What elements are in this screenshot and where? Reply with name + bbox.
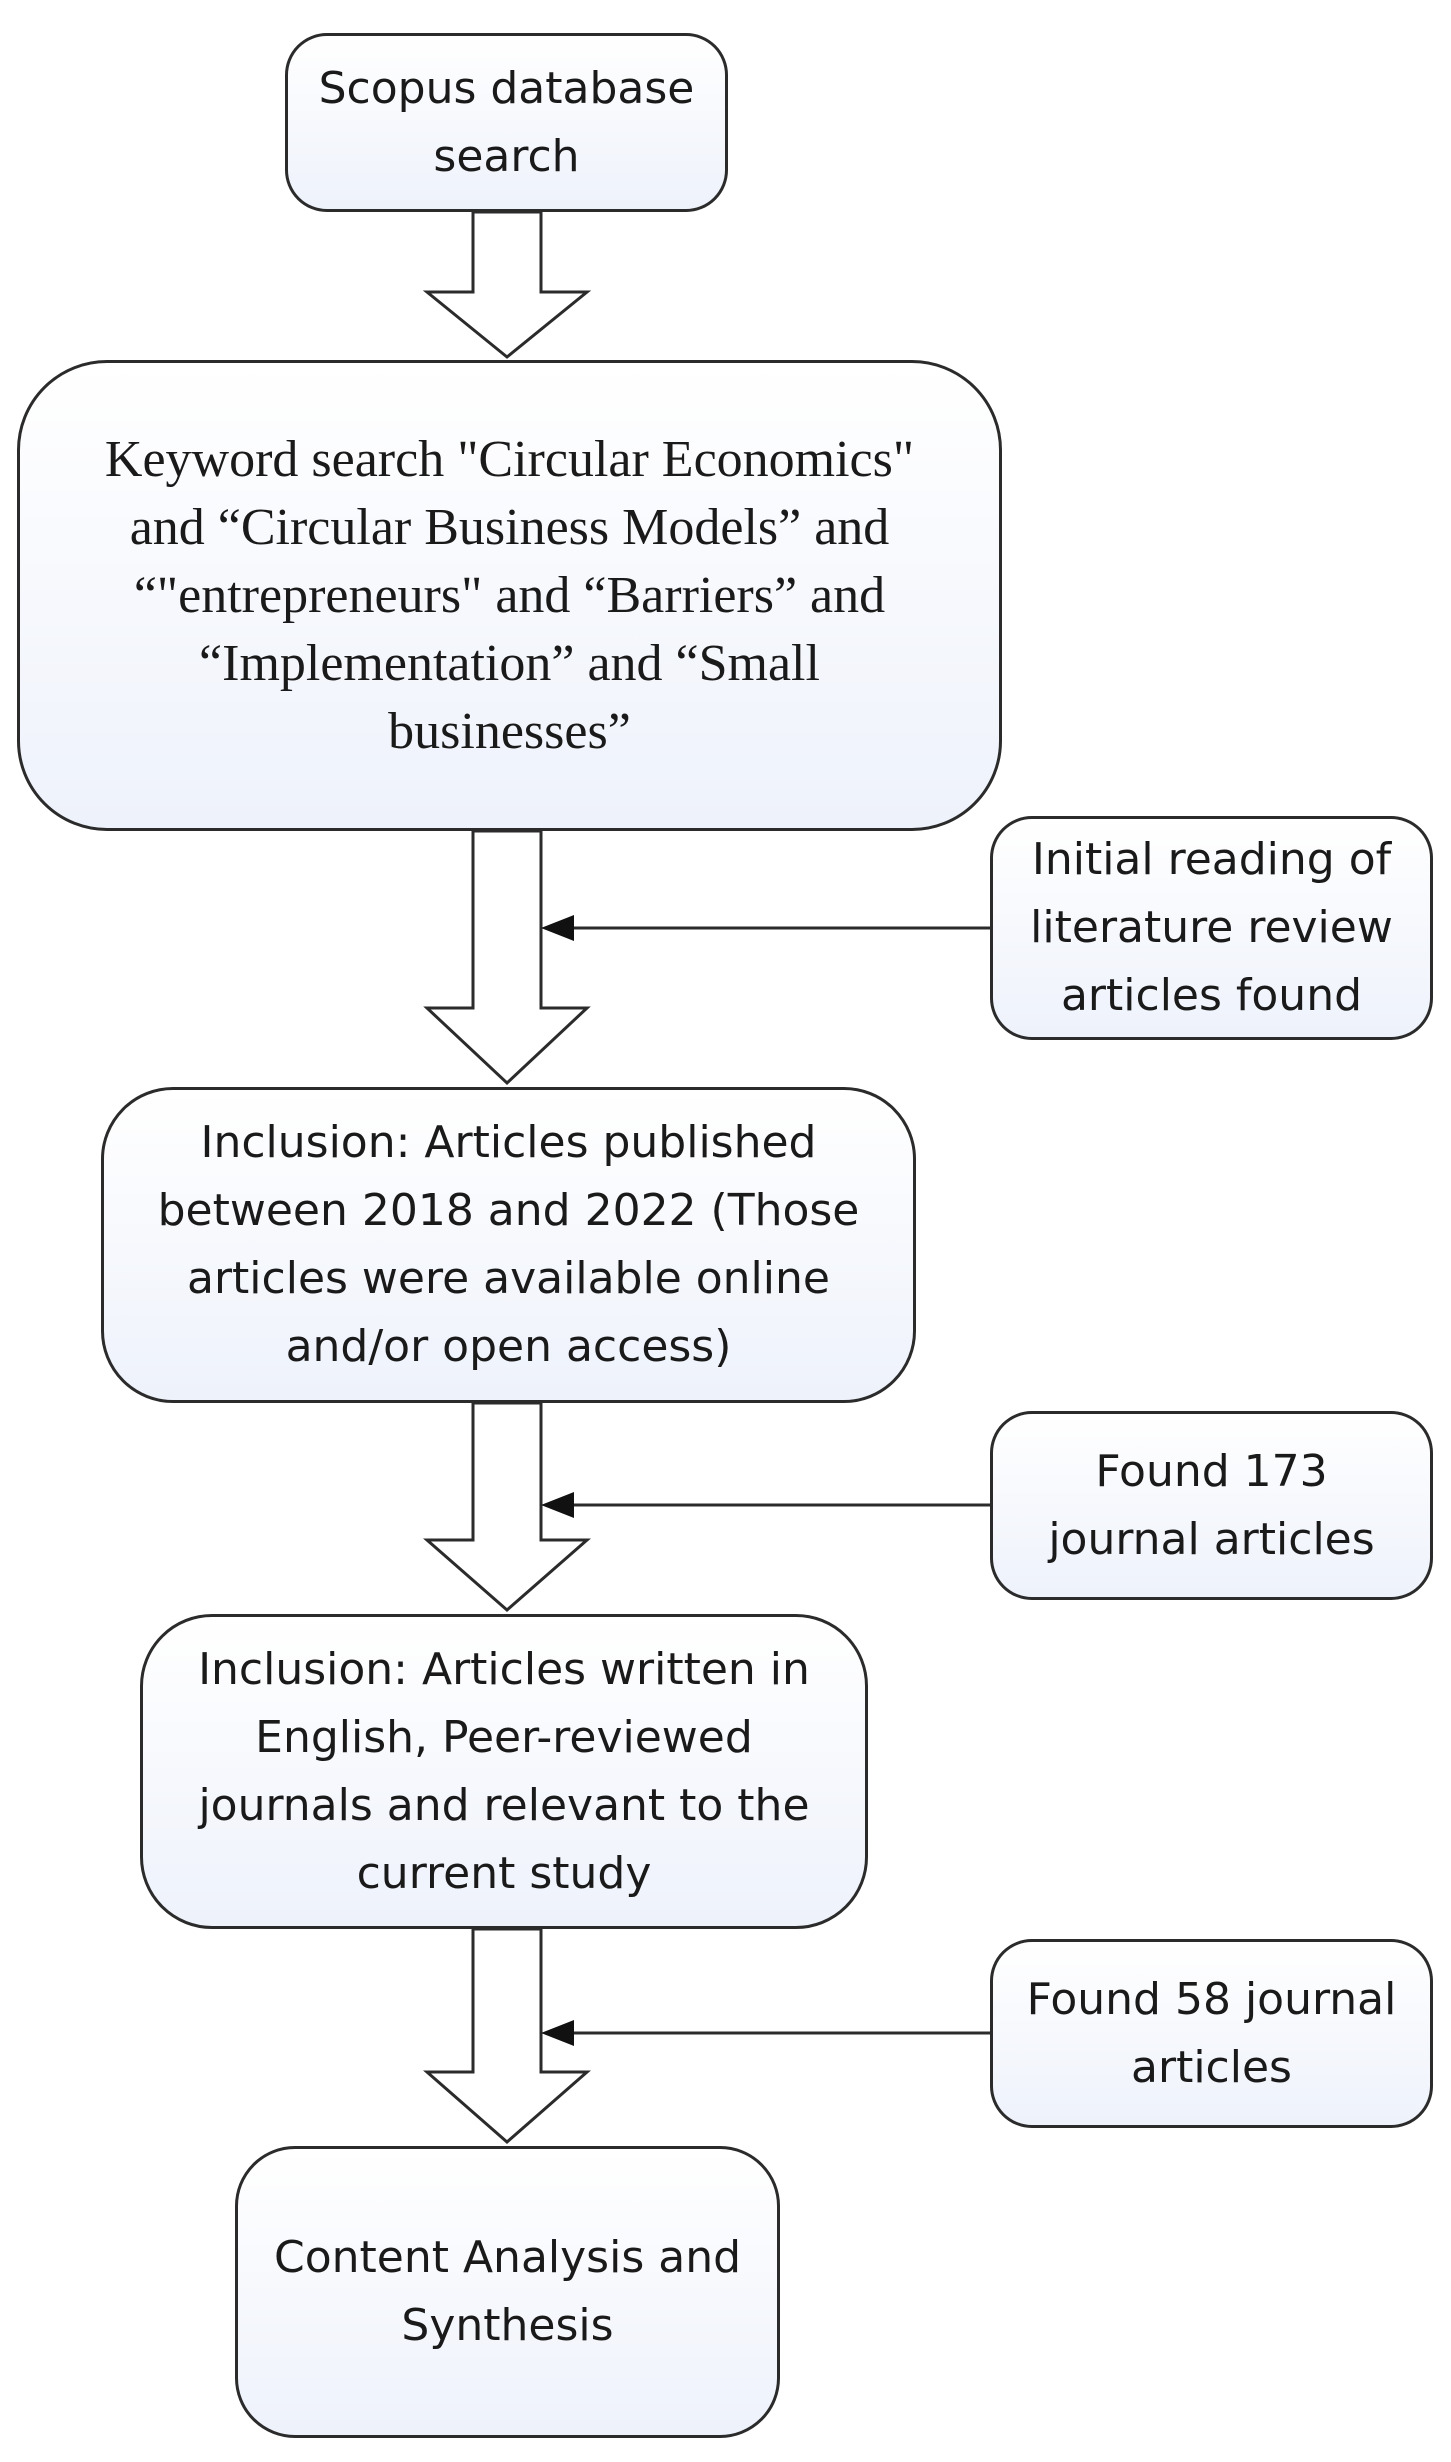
side-arrow-3 [541,2020,990,2046]
side-arrow-1 [541,915,990,941]
down-arrow-3 [423,1401,591,1612]
down-arrow-4 [423,1927,591,2144]
note-found-58: Found 58 journal articles [990,1939,1433,2128]
step-keyword-search-text: Keyword search "Circular Economics" and … [104,430,915,760]
step-keyword-search: Keyword search "Circular Economics" and … [17,360,1002,831]
note-found-173: Found 173 journal articles [990,1411,1433,1600]
note-initial-reading-text: Initial reading of literature review art… [1030,834,1393,1021]
step-inclusion-date-text: Inclusion: Articles published between 20… [157,1117,860,1372]
step-scopus-search: Scopus database search [285,33,728,212]
note-found-58-text: Found 58 journal articles [1026,1973,1397,2093]
side-arrow-2 [541,1492,990,1518]
step-inclusion-date: Inclusion: Articles published between 20… [101,1087,916,1403]
down-arrow-2 [423,829,591,1086]
step-scopus-search-text: Scopus database search [318,62,695,182]
step-content-analysis-text: Content Analysis and Synthesis [273,2232,742,2351]
step-inclusion-language: Inclusion: Articles written in English, … [140,1614,868,1929]
down-arrow-1 [422,210,592,359]
note-initial-reading: Initial reading of literature review art… [990,816,1433,1040]
step-content-analysis: Content Analysis and Synthesis [235,2146,780,2438]
note-found-173-text: Found 173 journal articles [1048,1445,1375,1565]
step-inclusion-language-text: Inclusion: Articles written in English, … [198,1643,810,1899]
